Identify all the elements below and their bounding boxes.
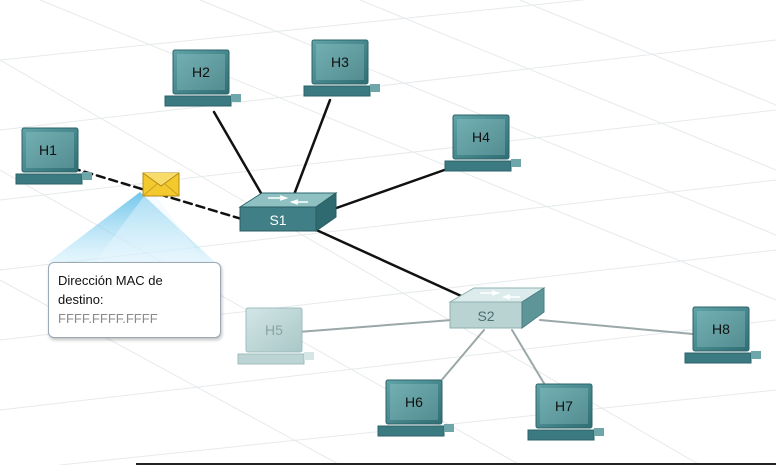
host-h8[interactable]: H8: [684, 306, 761, 364]
link-s1-s2: [310, 226, 472, 302]
host-h5[interactable]: H5: [237, 307, 314, 365]
link-h2-s1: [212, 110, 267, 202]
bottom-divider: [136, 463, 776, 465]
link-s2-h8: [539, 319, 694, 335]
frame-info-callout: Dirección MAC de destino: FFFF.FFFF.FFFF: [48, 262, 221, 338]
switch-s1[interactable]: S1: [238, 192, 338, 232]
host-h4[interactable]: H4: [444, 114, 521, 172]
broadcast-beam-highlight: [95, 188, 205, 262]
host-h2[interactable]: H2: [164, 49, 241, 107]
host-h5-label: H5: [265, 322, 283, 338]
host-h3[interactable]: H3: [303, 39, 380, 97]
host-h3-label: H3: [331, 54, 349, 70]
link-s2-h7: [511, 329, 549, 391]
callout-mac-value: FFFF.FFFF.FFFF: [58, 311, 158, 326]
link-s2-h6: [439, 329, 485, 383]
switch-s1-label: S1: [269, 212, 286, 228]
host-h1-label: H1: [39, 142, 57, 158]
host-h7[interactable]: H7: [527, 383, 604, 441]
envelope-icon: [142, 172, 180, 197]
link-h3-s1: [290, 98, 332, 202]
link-s2-h5: [297, 319, 453, 333]
host-h1[interactable]: H1: [15, 127, 92, 185]
link-h4-s1: [323, 166, 452, 214]
host-h2-label: H2: [192, 64, 210, 80]
host-h6-label: H6: [405, 394, 423, 410]
switch-s2[interactable]: S2: [448, 287, 546, 329]
callout-title: Dirección MAC de destino:: [58, 273, 163, 307]
host-h4-label: H4: [472, 129, 490, 145]
broadcast-beam-icon: [48, 192, 215, 262]
host-h8-label: H8: [712, 321, 730, 337]
host-h7-label: H7: [555, 398, 573, 414]
switch-s2-label: S2: [477, 308, 494, 324]
host-h6[interactable]: H6: [377, 379, 454, 437]
